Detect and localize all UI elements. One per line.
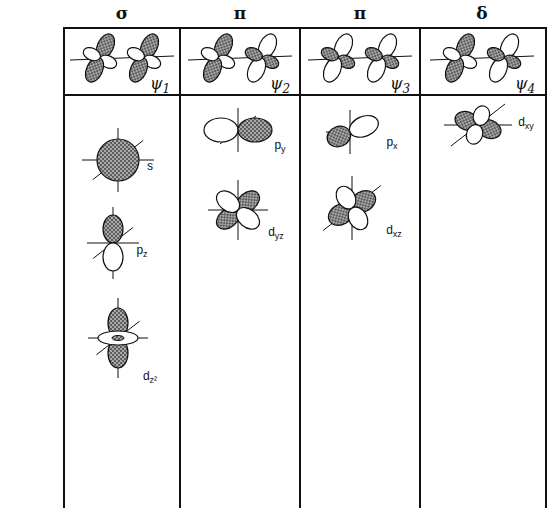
- wavefunction-label: ψ2: [270, 76, 290, 92]
- dxy-orbital: [444, 103, 512, 146]
- orbital-lobe: [441, 45, 462, 63]
- dxz-orbital: [323, 176, 381, 240]
- orbital-lobe: [103, 215, 123, 243]
- orbital-label: dxy: [518, 116, 534, 128]
- dz2-orbital: [88, 298, 148, 378]
- table-border: [64, 28, 546, 508]
- orbital-lobe: [243, 45, 264, 63]
- orbital-label: s: [147, 160, 153, 172]
- orbital-torus: [112, 336, 124, 341]
- orbital-lobe: [204, 118, 238, 142]
- orbital-lobe: [332, 183, 360, 213]
- py-orbital: [204, 108, 272, 152]
- orbital-label: dxz: [386, 224, 402, 236]
- coordinate-axis: [451, 104, 505, 146]
- table-rule: [64, 94, 546, 96]
- orbital-drawings: [70, 31, 534, 378]
- symmetry-header: δ: [476, 5, 487, 22]
- orbital-lobe: [232, 203, 263, 234]
- orbital-label: px: [386, 136, 397, 148]
- table-rule: [179, 28, 181, 508]
- orbital-torus: [98, 331, 138, 345]
- table-rule: [299, 28, 301, 508]
- pz-orbital: [87, 207, 139, 279]
- orbital-lobe: [470, 103, 492, 127]
- orbital-lobe: [485, 45, 506, 63]
- wavefunction-label: ψ4: [515, 76, 535, 92]
- table-rule: [419, 28, 421, 508]
- wavefunction-label: ψ1: [150, 76, 170, 92]
- orbital-lobe: [363, 45, 384, 63]
- orbital-label: pz: [136, 244, 147, 256]
- s-orbital: [82, 128, 154, 192]
- wavefunction-label: ψ3: [390, 76, 410, 92]
- orbital-label: dyz: [268, 226, 284, 238]
- orbital-lobe: [125, 45, 146, 63]
- orbital-lobe: [238, 118, 272, 142]
- symmetry-header: σ: [116, 5, 129, 22]
- px-orbital: [324, 110, 382, 154]
- orbital-label: dz²: [143, 370, 157, 382]
- orbital-lobe: [319, 45, 340, 63]
- orbital-lobe: [346, 111, 381, 141]
- orbital-lobe: [199, 45, 220, 63]
- orbital-lobe: [81, 45, 102, 63]
- orbital-sphere: [97, 139, 139, 181]
- orbital-lobe: [464, 122, 486, 146]
- symmetry-header: π: [234, 5, 246, 22]
- table-grid: [64, 28, 546, 508]
- dyz-orbital: [208, 180, 268, 240]
- symmetry-header: π: [354, 5, 366, 22]
- orbital-lobe: [103, 243, 123, 271]
- orbital-label: py: [274, 139, 285, 151]
